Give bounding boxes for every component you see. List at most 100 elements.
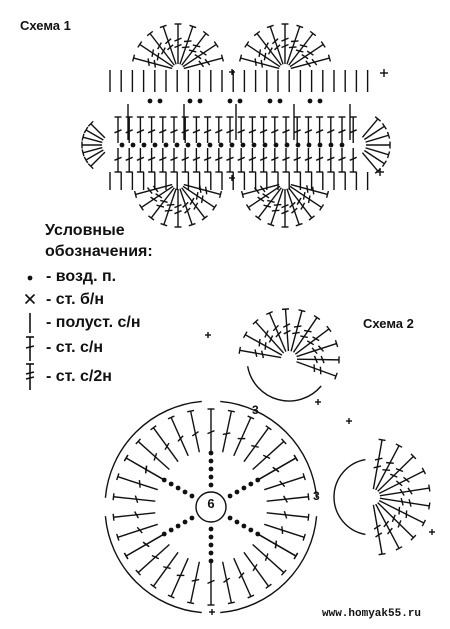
single-crochet-plus	[315, 399, 321, 405]
treble-stitch	[255, 187, 282, 221]
treble-stitch	[182, 185, 218, 211]
top-right-flower	[238, 23, 332, 70]
chain-stitch-dot	[182, 519, 188, 525]
half-stitch	[81, 133, 103, 144]
half-stitch	[81, 146, 103, 157]
treble-stitch	[244, 41, 281, 68]
treble-stitch	[378, 499, 427, 527]
dot-icon	[18, 266, 42, 288]
chain-stitch-dot	[248, 481, 254, 487]
treble-stitch	[379, 497, 431, 510]
row-double-stitch	[282, 148, 290, 173]
treble-stitch	[290, 309, 306, 352]
chain-stitch-dot	[218, 142, 224, 148]
chain-stitch-dot	[163, 142, 169, 148]
chain-stitch-dot	[284, 142, 290, 148]
row-double-stitch	[114, 148, 122, 173]
scheme2-diagram	[104, 308, 435, 615]
row-double-stitch	[338, 148, 346, 173]
row-double-stitch	[192, 116, 201, 143]
row-double-stitch	[170, 116, 178, 143]
chain-stitch-dot	[317, 142, 323, 148]
treble-stitch	[292, 315, 321, 353]
treble-stitch	[181, 30, 210, 66]
tc-icon	[25, 363, 35, 390]
treble-stitch	[377, 502, 417, 541]
double-stitch	[116, 523, 158, 541]
treble-stitch	[242, 331, 283, 356]
spoke	[227, 477, 261, 499]
treble-stitch	[131, 54, 173, 70]
treble-stitch	[288, 30, 317, 66]
single-crochet-plus	[209, 609, 215, 615]
row-double-stitch	[271, 116, 279, 143]
chain-stitch-dot	[251, 142, 257, 148]
treble-stitch	[290, 54, 332, 70]
double-stitch	[150, 425, 179, 463]
double-stitch	[266, 493, 310, 503]
treble-stitch	[286, 24, 304, 65]
top-left-flower	[131, 23, 225, 70]
chain-stitch-dot	[197, 98, 203, 104]
row-double-stitch	[203, 116, 212, 143]
outer-arc	[104, 400, 202, 498]
row-double-stitch	[147, 116, 156, 143]
chain-stitch-dot	[255, 477, 261, 483]
bottom-right-flower	[240, 183, 330, 228]
treble-stitch	[372, 438, 386, 490]
chain-stitch-dot	[168, 481, 174, 487]
double-stitch	[259, 534, 299, 560]
dc-icon	[18, 337, 42, 359]
double-stitch	[207, 408, 215, 451]
treble-stitch	[372, 504, 386, 556]
chain-stitch-dot	[141, 142, 147, 148]
row-double-stitch	[215, 116, 223, 143]
chain-stitch-dot	[208, 458, 214, 464]
double-stitch	[167, 557, 189, 599]
row-double-stitch	[114, 116, 122, 143]
legend-item-single-crochet: - ст. б/н	[18, 289, 258, 311]
row-double-stitch	[248, 148, 257, 173]
chain-stitch-dot	[208, 526, 214, 532]
double-stitch	[187, 561, 201, 605]
row-double-stitch	[237, 116, 245, 143]
row-double-stitch	[315, 148, 324, 173]
tc-icon	[18, 366, 42, 388]
outer-arc	[104, 516, 202, 614]
chain-stitch-dot	[295, 142, 301, 148]
single-crochet-plus	[229, 175, 235, 181]
outer-fan-top	[123, 408, 299, 480]
double-stitch	[243, 551, 272, 589]
half-stitch	[365, 131, 391, 143]
treble-stitch	[289, 185, 325, 211]
outer-arc	[220, 400, 318, 498]
row-double-stitch	[159, 116, 167, 143]
right-end-fan	[361, 116, 391, 174]
legend-item-chain: - возд. п.	[18, 266, 258, 288]
row-double-stitch	[304, 148, 313, 173]
treble-stitch	[286, 188, 303, 227]
double-stitch	[123, 534, 163, 560]
row-double-stitch	[259, 116, 268, 143]
treble-stitch	[267, 188, 284, 227]
treble-stitch	[238, 346, 282, 359]
spoke	[208, 526, 214, 564]
treble-stitch	[281, 23, 289, 64]
single-crochet-plus	[380, 69, 388, 77]
chain-stitch-dot	[306, 142, 312, 148]
row-double-stitch	[349, 148, 357, 173]
row-double-stitch	[203, 148, 212, 173]
dc-icon	[25, 336, 35, 361]
chain-stitch-dot	[147, 98, 153, 104]
half-stitch	[363, 149, 387, 167]
cross-icon	[24, 293, 36, 305]
treble-stitch	[253, 30, 282, 66]
chain-stitch-dot	[207, 142, 213, 148]
double-stitch	[264, 523, 306, 541]
chain-stitch-dot	[175, 523, 181, 529]
chain-stitch-dot	[227, 98, 233, 104]
double-stitch	[150, 551, 179, 589]
chain-stitch-dot	[189, 493, 195, 499]
row-double-stitch	[136, 116, 145, 143]
treble-stitch	[289, 41, 326, 68]
